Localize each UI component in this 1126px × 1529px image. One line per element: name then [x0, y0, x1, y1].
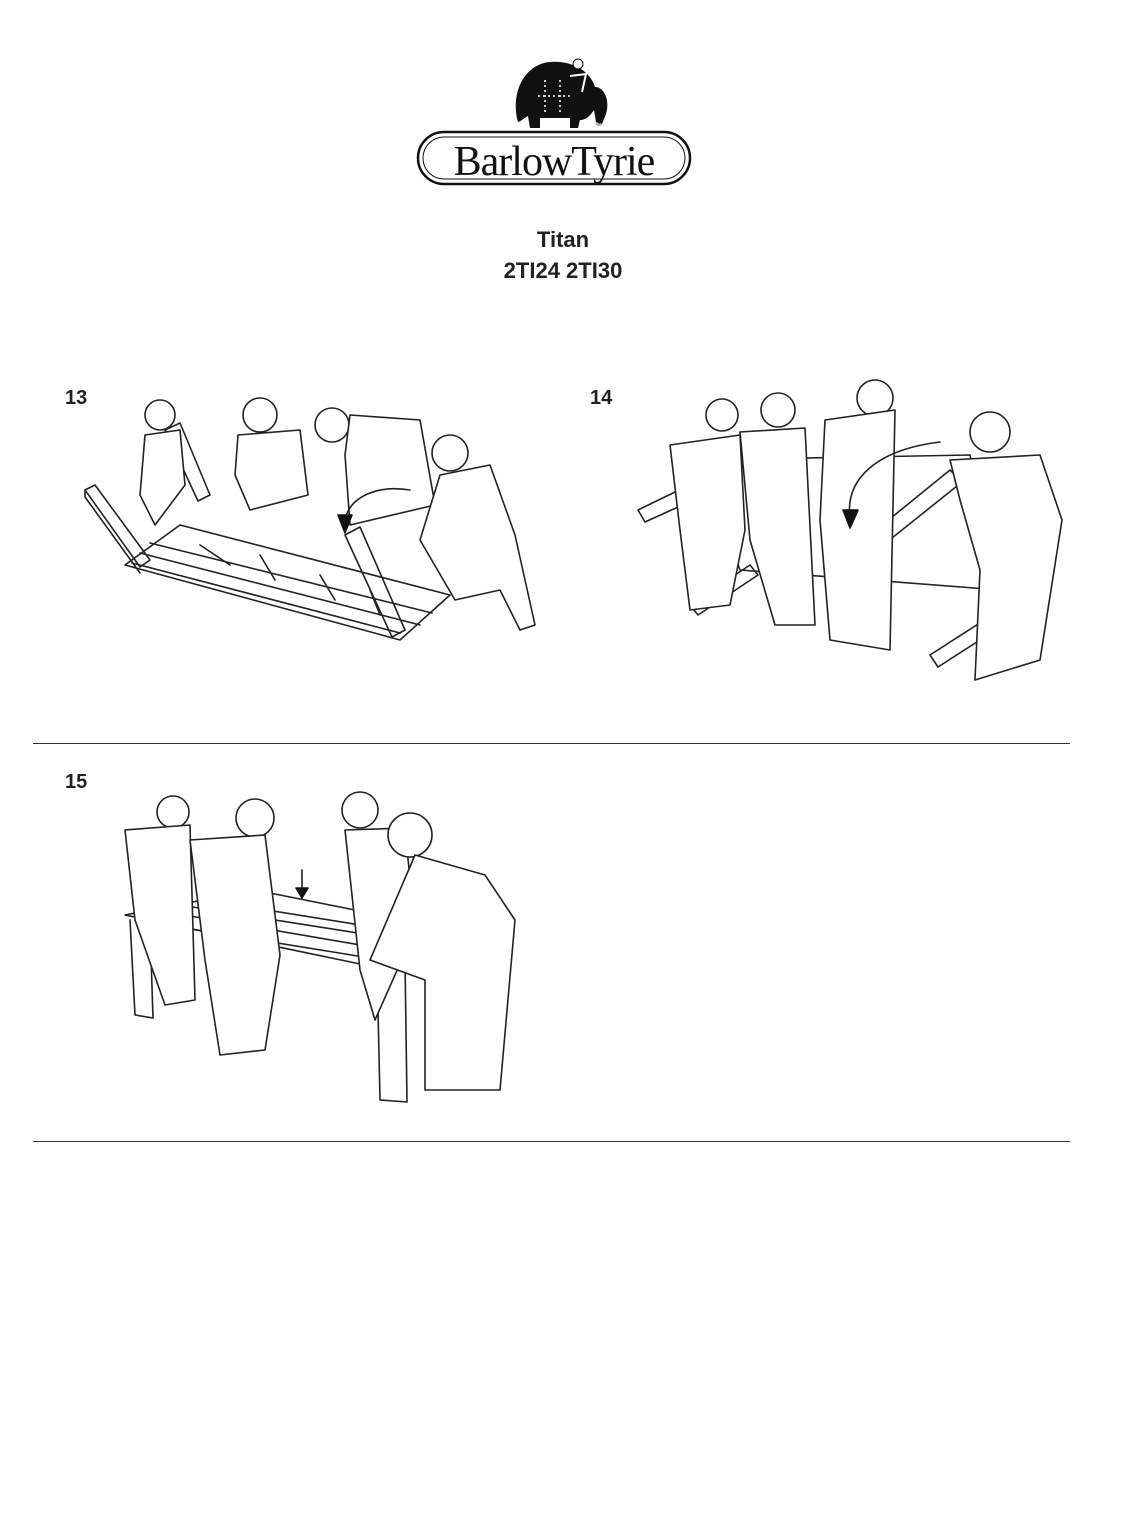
section-divider: [33, 1141, 1070, 1142]
step-15-number: 15: [65, 771, 88, 793]
model-codes: 2TI24 2TI30: [503, 258, 623, 283]
section-divider: [33, 743, 1070, 744]
elephant-logo-icon: ®: [515, 58, 608, 129]
step-15-illustration: [124, 791, 516, 1103]
barlow-tyrie-logo: ® BarlowTyrie: [410, 52, 700, 192]
registered-mark: ®: [596, 119, 602, 128]
step-14-illustration: [637, 379, 1063, 681]
product-name: Titan: [536, 227, 590, 252]
step-13-illustration: [84, 397, 536, 641]
brand-wordmark: BarlowTyrie: [454, 139, 655, 185]
step-14-number: 14: [590, 387, 613, 409]
step-13-number: 13: [65, 387, 88, 409]
